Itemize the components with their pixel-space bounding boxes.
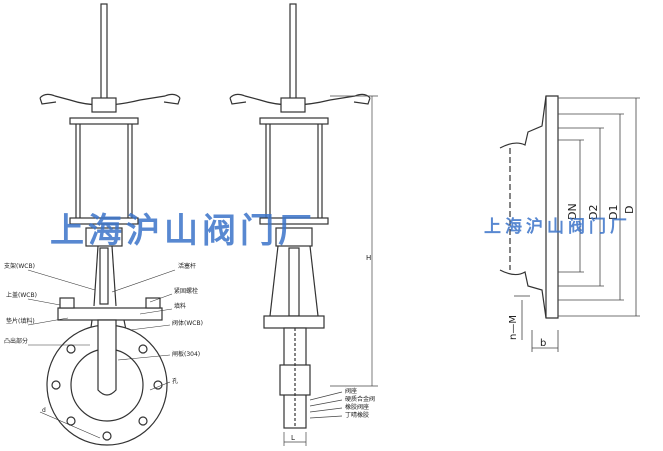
bracket-block bbox=[85, 227, 123, 247]
label-dim-l: L bbox=[291, 434, 295, 442]
label-valve-body: 阀体(WCB) bbox=[172, 319, 203, 327]
flange-labels: DN D2 D1 D n—M b bbox=[508, 203, 636, 349]
label-d1: D1 bbox=[607, 205, 620, 220]
gate-plate bbox=[97, 319, 117, 396]
watermark-right: 上海沪山阀门厂 bbox=[484, 216, 631, 237]
side-cylinder bbox=[265, 121, 323, 221]
label-gate: 闸板(304) bbox=[172, 350, 200, 358]
upper-cover bbox=[57, 307, 163, 321]
label-n-m: n—M bbox=[508, 315, 519, 340]
stem bbox=[100, 3, 108, 105]
label-d: D bbox=[623, 206, 636, 214]
label-seat-c: 橡胶阀座 bbox=[345, 403, 369, 411]
label-dn: DN bbox=[566, 203, 579, 220]
label-b: b bbox=[540, 338, 546, 349]
front-view bbox=[27, 3, 181, 446]
side-view-labels: 阀座 硬质合金阀 橡胶阀座 丁晴橡胶 H L bbox=[291, 254, 375, 442]
side-stem bbox=[289, 3, 297, 105]
label-d2: D2 bbox=[587, 205, 600, 220]
label-seat-d: 丁晴橡胶 bbox=[345, 411, 369, 419]
label-bracket: 支架(WCB) bbox=[4, 262, 35, 270]
label-seat-b: 硬质合金阀 bbox=[345, 395, 375, 403]
flange-profile bbox=[499, 95, 559, 319]
label-piston-rod: 活塞杆 bbox=[178, 262, 196, 270]
watermark-left: 上海沪山阀门厂 bbox=[50, 211, 316, 251]
label-packing: 填料 bbox=[174, 302, 186, 310]
cylinder bbox=[75, 121, 133, 221]
label-hole: 孔 bbox=[172, 377, 178, 385]
front-view-labels: 支架(WCB) 上盖(WCB) 垫片(填料) 凸出部分 活塞杆 紧固螺栓 填料 … bbox=[4, 262, 203, 414]
label-protrusion: 凸出部分 bbox=[4, 337, 28, 345]
label-gland: 紧固螺栓 bbox=[174, 287, 198, 295]
label-seat-a: 阀座 bbox=[345, 387, 357, 395]
flange-detail bbox=[499, 95, 640, 352]
label-upper-cover: 上盖(WCB) bbox=[6, 291, 37, 299]
side-view bbox=[229, 3, 378, 446]
label-washer: 垫片(填料) bbox=[6, 317, 35, 325]
side-cover bbox=[263, 315, 325, 329]
label-dim-h: H bbox=[366, 254, 371, 262]
label-dim-d: d bbox=[42, 407, 46, 414]
